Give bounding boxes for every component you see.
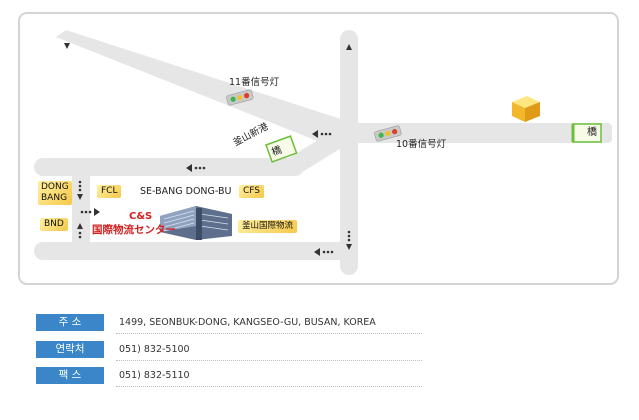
road-vertical: [340, 30, 358, 275]
direction-arrows: [64, 43, 352, 256]
traffic-light-icon: [374, 125, 402, 142]
map-illustration: [34, 30, 612, 275]
busan-logistics-tag: 釜山国際物流: [238, 220, 298, 233]
divider: [116, 360, 422, 361]
dong-bang-label: DONG BANG: [41, 182, 69, 203]
road-horizontal-upper: [34, 158, 304, 176]
signal-10-label: 10番信号灯: [396, 139, 447, 150]
fax-badge: 팩 스: [36, 367, 104, 384]
arrow-right-icon: [80, 208, 100, 216]
arrow-up-icon: [346, 44, 352, 50]
phone-row: 연락처 051) 832-5100: [36, 341, 422, 361]
arrow-left-icon: [186, 164, 206, 172]
road-horizontal-right: [340, 123, 612, 143]
phone-value: 051) 832-5100: [119, 344, 190, 355]
arrow-left-icon: [314, 248, 334, 256]
fcl-tag: FCL: [97, 185, 122, 198]
divider: [116, 386, 422, 387]
dong-bang-tag: DONG BANG: [38, 181, 72, 205]
roads: [34, 30, 612, 275]
bridge-icon: [265, 135, 298, 163]
cs-logo: C&S: [129, 211, 153, 222]
signal-11-label: 11番信号灯: [229, 77, 280, 88]
sebang-label: SE-BANG DONG-BU: [140, 186, 232, 197]
arrow-down-icon: [346, 230, 352, 250]
bridge-right-label: 橋: [587, 127, 597, 138]
road-diagonal-top: [56, 30, 350, 146]
address-badge: 주 소: [36, 314, 104, 331]
phone-badge: 연락처: [36, 341, 104, 358]
building-cube-icon: [512, 96, 540, 122]
logistics-center-building-icon: [160, 206, 232, 240]
divider: [116, 333, 422, 334]
road-horizontal-bottom: [34, 242, 350, 260]
fax-value: 051) 832-5110: [119, 370, 190, 381]
road-vertical-left: [72, 168, 90, 260]
bridge-icon: [571, 123, 602, 143]
cfs-tag: CFS: [239, 185, 265, 198]
address-row: 주 소 1499, SEONBUK-DONG, KANGSEO-GU, BUSA…: [36, 314, 422, 334]
arrow-up-icon: [77, 223, 83, 239]
address-value: 1499, SEONBUK-DONG, KANGSEO-GU, BUSAN, K…: [119, 317, 376, 328]
bnd-tag: BND: [40, 218, 68, 231]
traffic-light-icon: [226, 89, 254, 106]
center-name-label: 国際物流センター: [92, 224, 176, 236]
arrow-down-icon: [77, 180, 83, 200]
arrow-left-icon: [312, 130, 332, 138]
arrow-down-icon: [64, 43, 70, 49]
fax-row: 팩 스 051) 832-5110: [36, 367, 422, 387]
